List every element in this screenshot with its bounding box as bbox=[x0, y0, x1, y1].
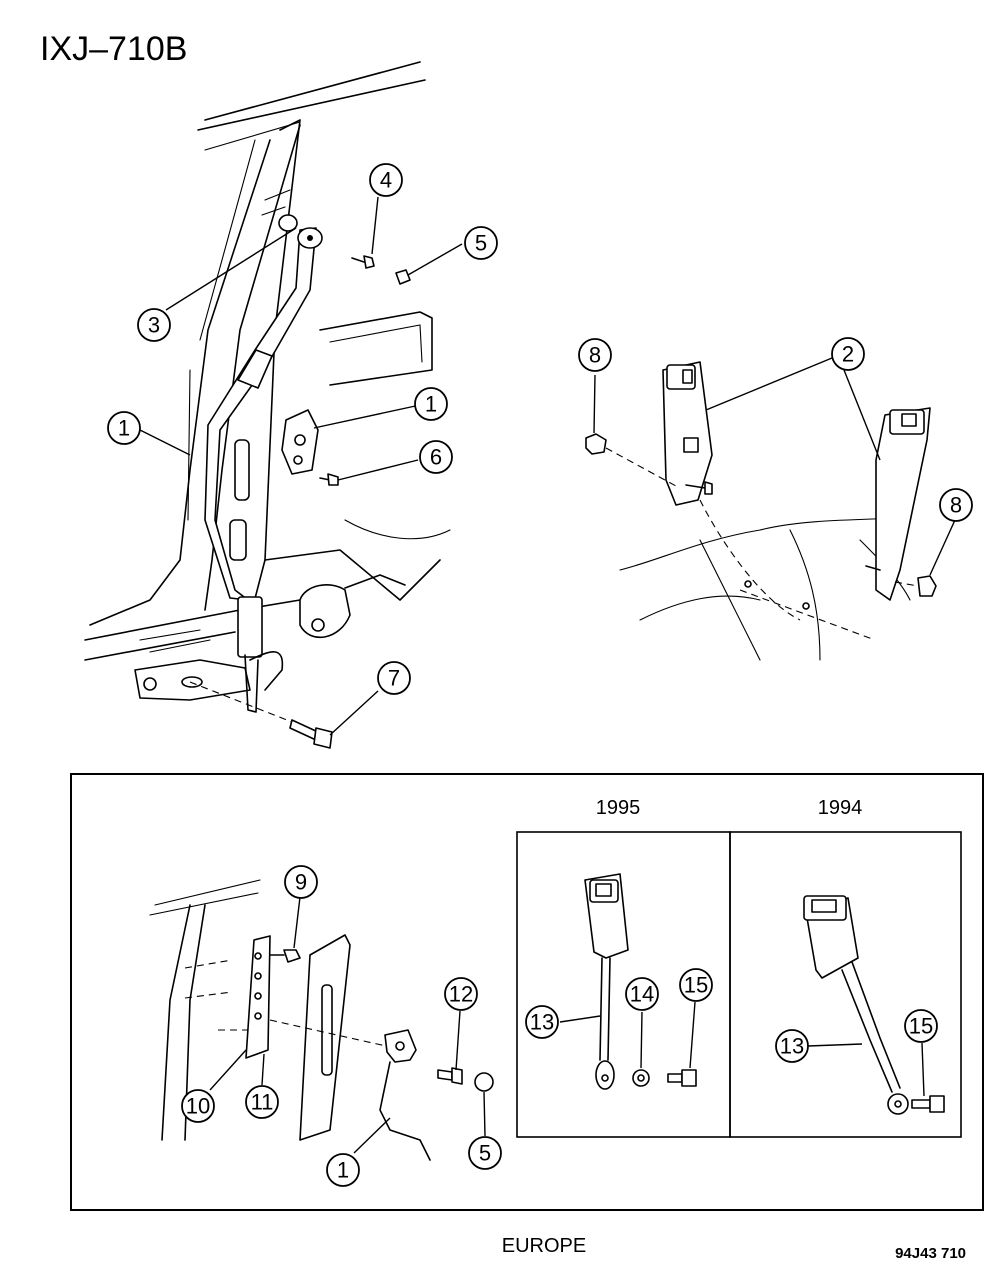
floor-buckle-assembly bbox=[585, 361, 937, 661]
buckle-1994 bbox=[803, 895, 945, 1115]
callout-5a: 5 bbox=[464, 226, 498, 260]
callout-6-label: 6 bbox=[430, 445, 442, 470]
callout-8a-label: 8 bbox=[589, 343, 601, 368]
callout-11-label: 11 bbox=[251, 1090, 274, 1115]
callout-10: 10 bbox=[181, 1089, 215, 1123]
callout-7: 7 bbox=[377, 661, 411, 695]
b-pillar-seatbelt-assembly bbox=[84, 61, 451, 749]
callout-3: 3 bbox=[137, 308, 171, 342]
callout-1c: 1 bbox=[326, 1153, 360, 1187]
callout-5b: 5 bbox=[468, 1136, 502, 1170]
callout-9-label: 9 bbox=[295, 870, 307, 895]
callout-8a: 8 bbox=[578, 338, 612, 372]
callout-5b-label: 5 bbox=[479, 1141, 491, 1166]
callout-15a: 15 bbox=[679, 968, 713, 1002]
callout-12: 12 bbox=[444, 977, 478, 1011]
callout-1b: 1 bbox=[414, 387, 448, 421]
region-caption: EUROPE bbox=[502, 1235, 586, 1257]
callout-13a-label: 13 bbox=[530, 1010, 554, 1035]
callout-12-label: 12 bbox=[449, 982, 473, 1007]
callout-15a-label: 15 bbox=[684, 973, 708, 998]
callout-10-label: 10 bbox=[186, 1094, 210, 1119]
callout-2: 2 bbox=[831, 337, 865, 371]
callout-1b-label: 1 bbox=[425, 392, 437, 417]
callout-11: 11 bbox=[245, 1085, 279, 1119]
callout-4-label: 4 bbox=[380, 168, 392, 193]
callout-9: 9 bbox=[284, 865, 318, 899]
callout-15b: 15 bbox=[904, 1009, 938, 1043]
callout-6: 6 bbox=[419, 440, 453, 474]
callout-1c-label: 1 bbox=[337, 1158, 349, 1183]
callout-13b: 13 bbox=[775, 1029, 809, 1063]
callout-1a: 1 bbox=[107, 411, 141, 445]
callout-7-label: 7 bbox=[388, 666, 400, 691]
callout-14-label: 14 bbox=[630, 982, 654, 1007]
drawing-code: 94J43 710 bbox=[895, 1245, 966, 1262]
year-1994-label: 1994 bbox=[818, 797, 863, 819]
europe-frame bbox=[70, 773, 984, 1211]
diagram-id: IXJ–710B bbox=[40, 30, 187, 68]
year-1995-label: 1995 bbox=[596, 797, 641, 819]
callout-2-label: 2 bbox=[842, 342, 854, 367]
callout-14: 14 bbox=[625, 977, 659, 1011]
callout-4: 4 bbox=[369, 163, 403, 197]
callout-1a-label: 1 bbox=[118, 416, 130, 441]
callout-8b-label: 8 bbox=[950, 493, 962, 518]
europe-pillar-assembly bbox=[149, 879, 494, 1161]
callout-13a: 13 bbox=[525, 1005, 559, 1039]
buckle-1995 bbox=[584, 873, 697, 1090]
callout-5a-label: 5 bbox=[475, 231, 487, 256]
year-frame-1994 bbox=[729, 831, 962, 1138]
callout-13b-label: 13 bbox=[780, 1034, 804, 1059]
callout-3-label: 3 bbox=[148, 313, 160, 338]
callout-15b-label: 15 bbox=[909, 1014, 933, 1039]
leader-lines bbox=[139, 196, 956, 1154]
callout-8b: 8 bbox=[939, 488, 973, 522]
